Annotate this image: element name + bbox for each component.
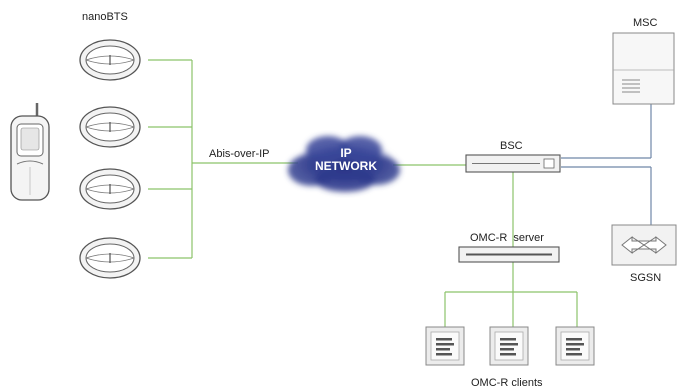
omcr-client-icon bbox=[489, 326, 529, 366]
abis-label: Abis-over-IP bbox=[209, 148, 270, 160]
sgsn-label: SGSN bbox=[630, 272, 662, 284]
nanobts-icon bbox=[79, 237, 141, 279]
ip-network-label: IP NETWORK bbox=[310, 147, 382, 173]
bsc-rack-icon bbox=[465, 154, 561, 173]
nanobts-icon bbox=[79, 39, 141, 81]
msc-server-icon bbox=[612, 32, 675, 105]
omcr-client-icon bbox=[425, 326, 465, 366]
nanobts-icon bbox=[79, 106, 141, 148]
omcr-server-icon bbox=[458, 246, 560, 263]
bsc-label: BSC bbox=[500, 140, 523, 152]
nanobts-label: nanoBTS bbox=[82, 11, 128, 23]
msc-label: MSC bbox=[633, 17, 658, 29]
mobile-phone-icon bbox=[10, 103, 50, 201]
abis-links bbox=[148, 59, 578, 327]
core-links bbox=[561, 104, 652, 225]
sgsn-switch-icon bbox=[611, 224, 677, 266]
ip-network-cloud-icon bbox=[288, 136, 400, 192]
omcr-clients-label: OMC-R clients bbox=[471, 377, 543, 389]
network-label: NETWORK bbox=[315, 159, 377, 173]
omcr-client-icon bbox=[555, 326, 595, 366]
ip-label: IP bbox=[340, 146, 352, 160]
omcr-server-label: OMC-R server bbox=[470, 232, 544, 244]
nanobts-icon bbox=[79, 168, 141, 210]
